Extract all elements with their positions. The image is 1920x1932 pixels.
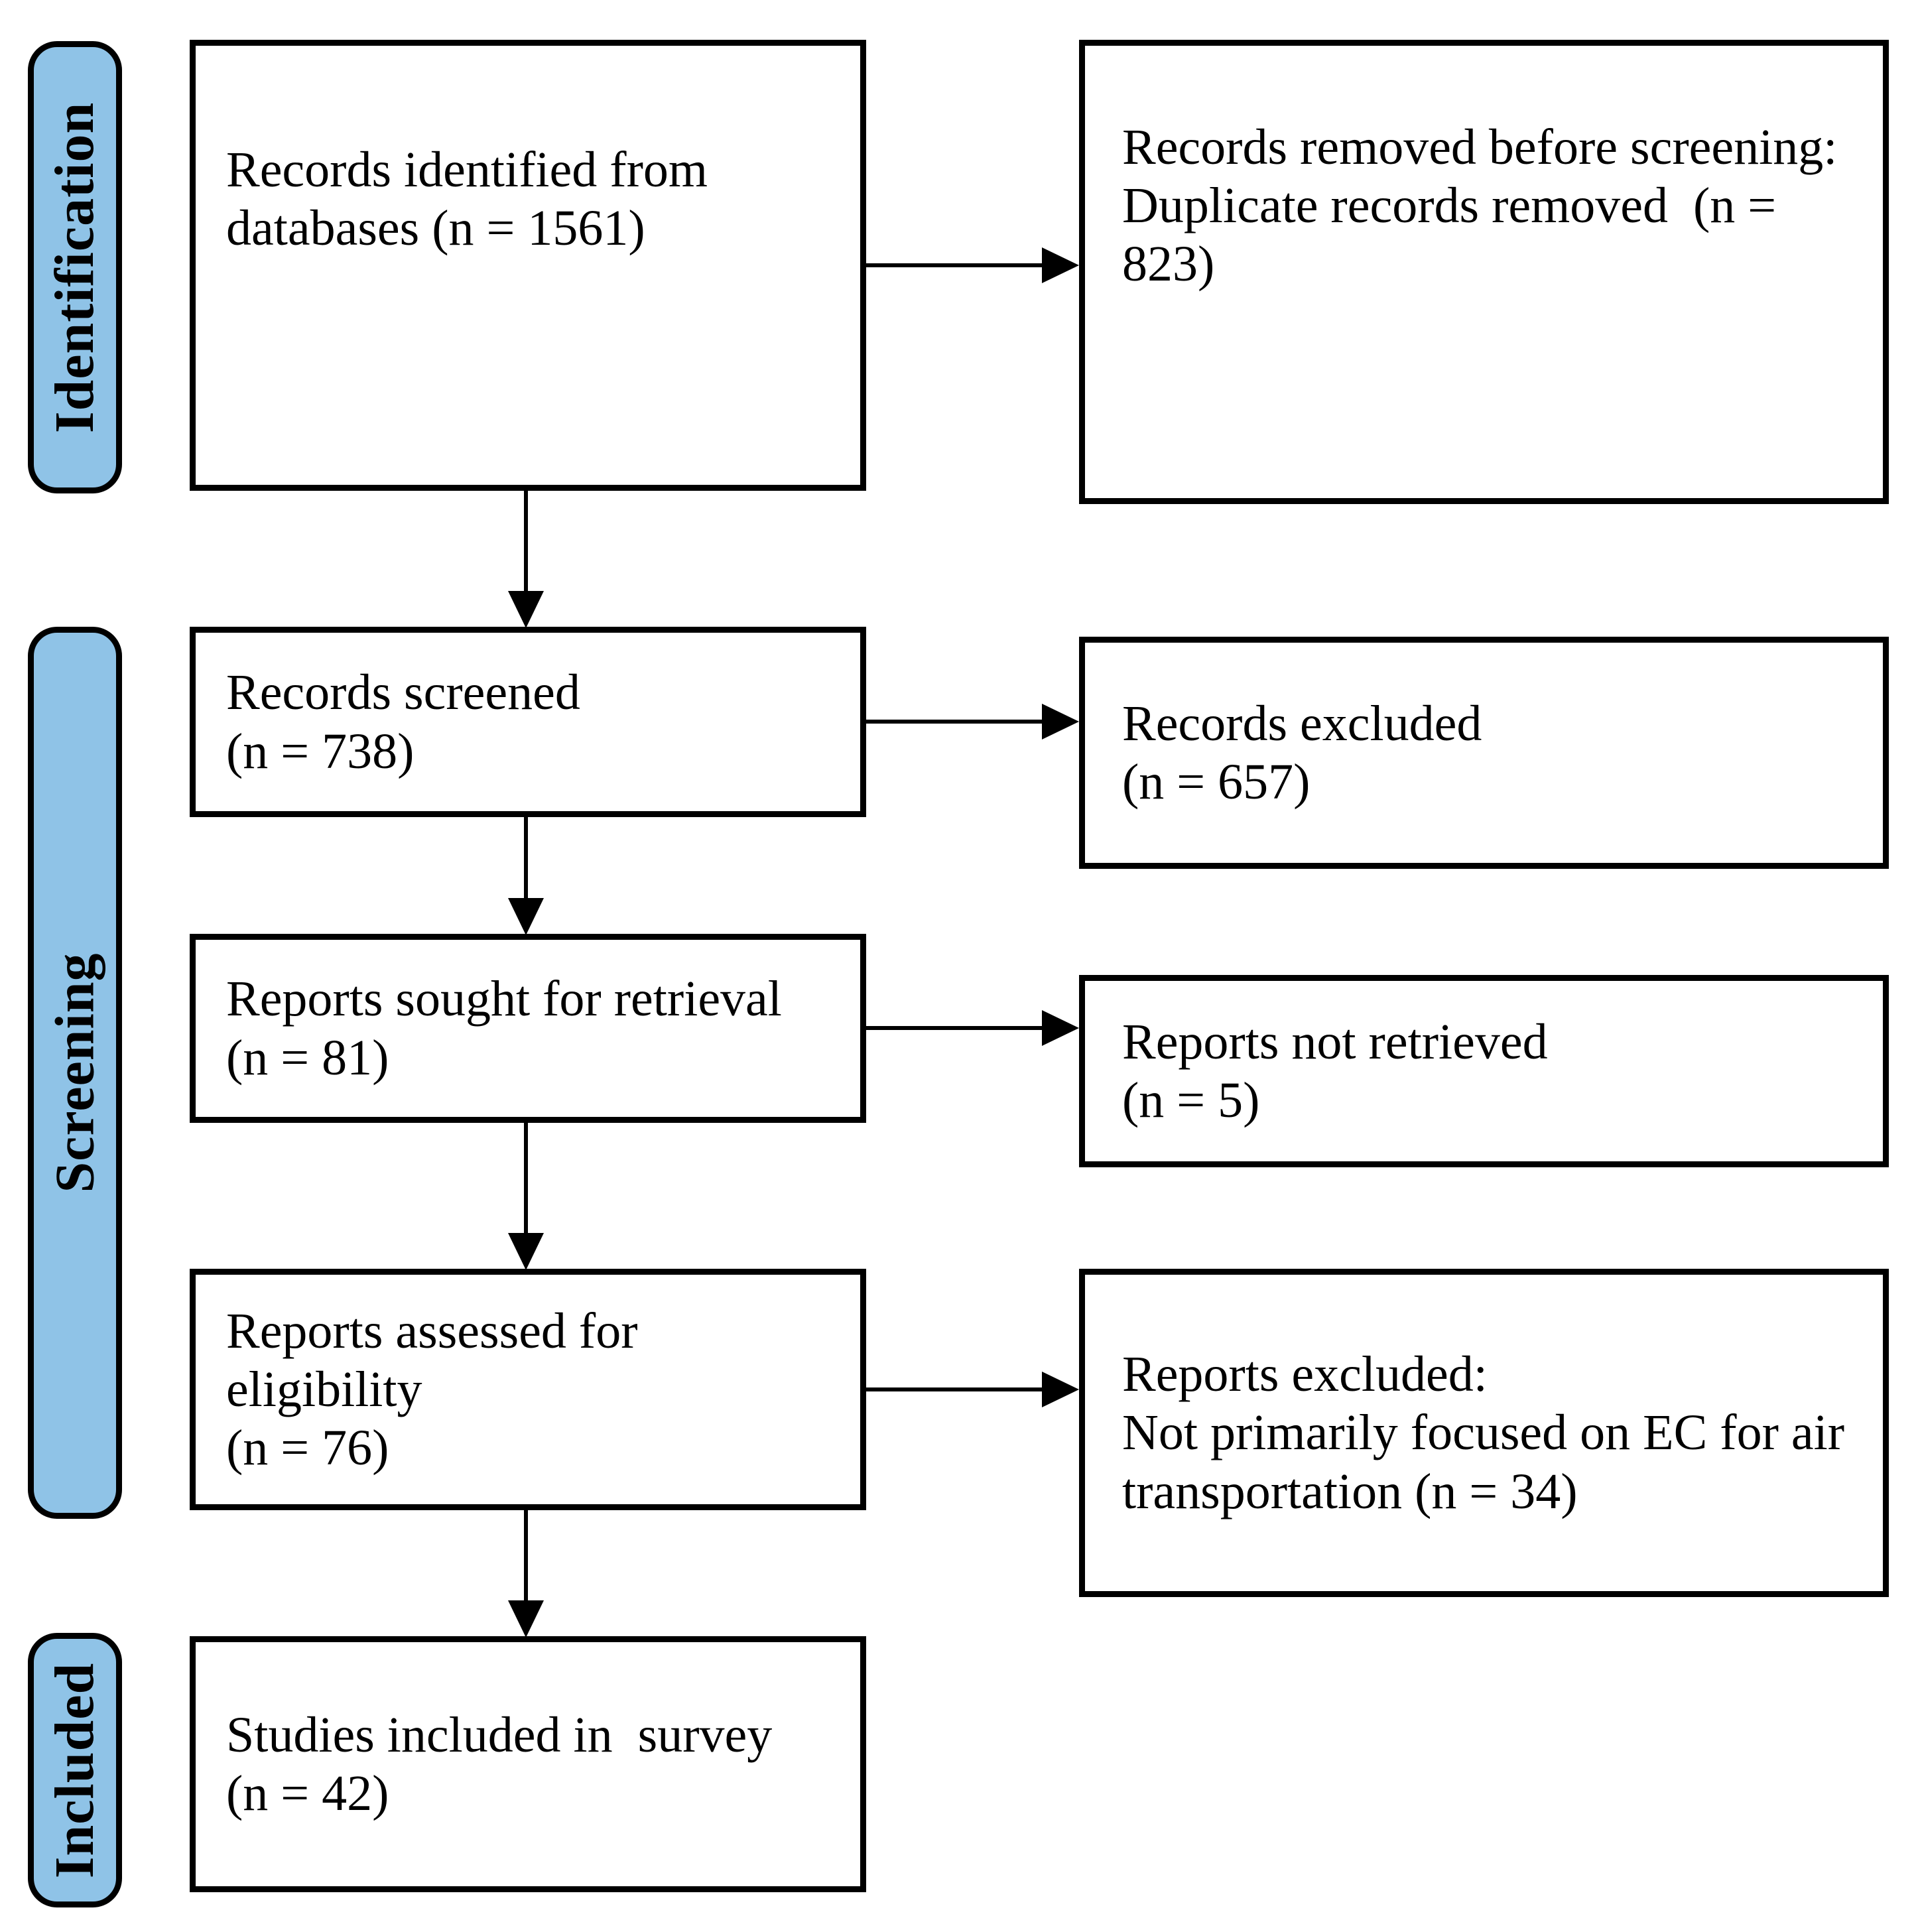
box-reports-sought: Reports sought for retrieval (n = 81) <box>190 934 866 1123</box>
box-reports-not-retrieved-text: Reports not retrieved (n = 5) <box>1122 1013 1548 1128</box>
arrow-identified-to-screened <box>524 491 528 592</box>
arrow-assessed-to-included <box>524 1510 528 1602</box>
box-records-screened-text: Records screened (n = 738) <box>226 665 580 779</box>
box-records-screened: Records screened (n = 738) <box>190 627 866 817</box>
box-studies-included-text: Studies included in survey (n = 42) <box>226 1707 773 1821</box>
box-reports-assessed-text: Reports assessed for eligibility (n = 76… <box>226 1303 638 1476</box>
arrow-assessed-to-excluded <box>865 1387 1043 1391</box>
stage-tab-included: Included <box>28 1633 122 1907</box>
stage-label-included: Included <box>44 1662 106 1878</box>
box-records-removed-text: Records removed before screening: Duplic… <box>1122 119 1838 292</box>
box-reports-sought-text: Reports sought for retrieval (n = 81) <box>226 971 782 1086</box>
box-records-excluded-text: Records excluded (n = 657) <box>1122 695 1482 810</box>
arrow-sought-to-assessed <box>524 1123 528 1234</box>
box-reports-assessed: Reports assessed for eligibility (n = 76… <box>190 1269 866 1510</box>
stage-label-identification: Identification <box>44 101 106 433</box>
box-records-identified: Records identified from databases (n = 1… <box>190 40 866 491</box>
box-records-identified-text: Records identified from databases (n = 1… <box>226 141 708 256</box>
arrow-identified-to-removed <box>865 263 1043 267</box>
box-records-removed-before-screening: Records removed before screening: Duplic… <box>1079 40 1889 504</box>
stage-label-screening: Screening <box>44 952 106 1193</box>
box-reports-excluded: Reports excluded: Not primarily focused … <box>1079 1269 1889 1597</box>
box-reports-not-retrieved: Reports not retrieved (n = 5) <box>1079 975 1889 1167</box>
arrow-sought-to-not-retrieved <box>865 1026 1043 1030</box>
arrow-screened-to-excluded <box>865 720 1043 724</box>
box-records-excluded: Records excluded (n = 657) <box>1079 637 1889 869</box>
box-studies-included: Studies included in survey (n = 42) <box>190 1636 866 1892</box>
arrow-screened-to-sought <box>524 817 528 899</box>
stage-tab-screening: Screening <box>28 627 122 1519</box>
stage-tab-identification: Identification <box>28 41 122 493</box>
box-reports-excluded-text: Reports excluded: Not primarily focused … <box>1122 1346 1845 1519</box>
